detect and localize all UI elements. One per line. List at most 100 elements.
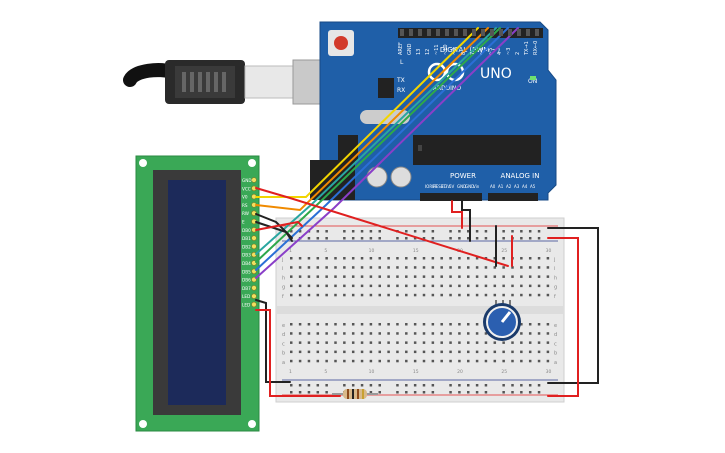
rail-hole[interactable]: [369, 237, 373, 240]
rail-hole[interactable]: [422, 230, 426, 233]
terminal-hole[interactable]: [298, 257, 302, 260]
rail-hole[interactable]: [449, 391, 452, 394]
terminal-hole[interactable]: [440, 284, 443, 288]
rail-hole[interactable]: [528, 237, 532, 240]
terminal-hole[interactable]: [458, 257, 461, 260]
terminal-hole[interactable]: [360, 293, 364, 297]
rail-hole[interactable]: [528, 391, 532, 394]
rail-hole[interactable]: [502, 237, 505, 240]
terminal-hole[interactable]: [528, 359, 532, 363]
terminal-hole[interactable]: [422, 341, 426, 344]
rail-hole[interactable]: [484, 237, 488, 240]
terminal-hole[interactable]: [334, 293, 337, 297]
rail-hole[interactable]: [528, 384, 532, 387]
rail-hole[interactable]: [369, 391, 373, 394]
terminal-hole[interactable]: [440, 266, 443, 269]
terminal-hole[interactable]: [387, 350, 390, 354]
rail-hole[interactable]: [502, 391, 505, 394]
rail-hole[interactable]: [475, 391, 479, 394]
terminal-hole[interactable]: [431, 293, 435, 297]
terminal-hole[interactable]: [387, 266, 390, 269]
terminal-hole[interactable]: [343, 257, 346, 260]
rail-hole[interactable]: [511, 384, 514, 387]
terminal-hole[interactable]: [475, 332, 479, 335]
terminal-hole[interactable]: [422, 359, 426, 363]
terminal-hole[interactable]: [493, 293, 497, 297]
terminal-hole[interactable]: [502, 284, 505, 288]
terminal-hole[interactable]: [290, 257, 293, 260]
terminal-hole[interactable]: [396, 293, 399, 297]
rail-hole[interactable]: [298, 391, 302, 394]
terminal-hole[interactable]: [405, 284, 408, 288]
terminal-hole[interactable]: [378, 257, 382, 260]
terminal-hole[interactable]: [520, 275, 523, 278]
terminal-hole[interactable]: [475, 257, 479, 260]
terminal-hole[interactable]: [511, 341, 514, 344]
terminal-hole[interactable]: [325, 332, 328, 335]
rail-hole[interactable]: [413, 384, 417, 387]
terminal-hole[interactable]: [307, 257, 311, 260]
terminal-hole[interactable]: [467, 359, 470, 363]
terminal-hole[interactable]: [484, 293, 488, 297]
terminal-hole[interactable]: [343, 293, 346, 297]
terminal-hole[interactable]: [316, 332, 320, 335]
terminal-hole[interactable]: [360, 257, 364, 260]
potentiometer[interactable]: [483, 300, 521, 341]
terminal-hole[interactable]: [546, 332, 550, 335]
terminal-hole[interactable]: [405, 293, 408, 297]
terminal-hole[interactable]: [290, 359, 293, 363]
rail-hole[interactable]: [475, 237, 479, 240]
terminal-hole[interactable]: [493, 350, 497, 354]
terminal-hole[interactable]: [440, 350, 443, 354]
rail-hole[interactable]: [511, 230, 514, 233]
rail-hole[interactable]: [405, 391, 408, 394]
rail-hole[interactable]: [467, 391, 470, 394]
digital-pin[interactable]: [418, 29, 422, 36]
terminal-hole[interactable]: [502, 350, 505, 354]
terminal-hole[interactable]: [396, 323, 399, 326]
terminal-hole[interactable]: [440, 275, 443, 278]
rail-hole[interactable]: [431, 230, 435, 233]
terminal-hole[interactable]: [458, 284, 461, 288]
terminal-hole[interactable]: [325, 359, 328, 363]
terminal-hole[interactable]: [467, 266, 470, 269]
rail-hole[interactable]: [475, 384, 479, 387]
terminal-hole[interactable]: [325, 341, 328, 344]
terminal-hole[interactable]: [422, 332, 426, 335]
terminal-hole[interactable]: [546, 275, 550, 278]
terminal-hole[interactable]: [493, 341, 497, 344]
terminal-hole[interactable]: [298, 266, 302, 269]
terminal-hole[interactable]: [493, 257, 497, 260]
terminal-hole[interactable]: [396, 341, 399, 344]
digital-pin[interactable]: [490, 29, 494, 36]
terminal-hole[interactable]: [396, 266, 399, 269]
terminal-hole[interactable]: [405, 341, 408, 344]
terminal-hole[interactable]: [520, 284, 523, 288]
digital-pin[interactable]: [517, 29, 521, 36]
rail-hole[interactable]: [360, 237, 364, 240]
terminal-hole[interactable]: [484, 350, 488, 354]
terminal-hole[interactable]: [316, 293, 320, 297]
terminal-hole[interactable]: [396, 350, 399, 354]
rail-hole[interactable]: [351, 384, 355, 387]
terminal-hole[interactable]: [378, 341, 382, 344]
terminal-hole[interactable]: [528, 341, 532, 344]
terminal-hole[interactable]: [546, 341, 550, 344]
terminal-hole[interactable]: [325, 293, 328, 297]
terminal-hole[interactable]: [334, 323, 337, 326]
terminal-hole[interactable]: [325, 257, 328, 260]
terminal-hole[interactable]: [440, 323, 443, 326]
rail-hole[interactable]: [307, 384, 311, 387]
terminal-hole[interactable]: [520, 266, 523, 269]
digital-pin[interactable]: [409, 29, 413, 36]
terminal-hole[interactable]: [316, 275, 320, 278]
terminal-hole[interactable]: [484, 275, 488, 278]
terminal-hole[interactable]: [484, 359, 488, 363]
rail-hole[interactable]: [369, 384, 373, 387]
rail-hole[interactable]: [520, 391, 523, 394]
rail-hole[interactable]: [369, 230, 373, 233]
terminal-hole[interactable]: [520, 341, 523, 344]
rail-hole[interactable]: [502, 230, 505, 233]
terminal-hole[interactable]: [290, 284, 293, 288]
terminal-hole[interactable]: [343, 332, 346, 335]
